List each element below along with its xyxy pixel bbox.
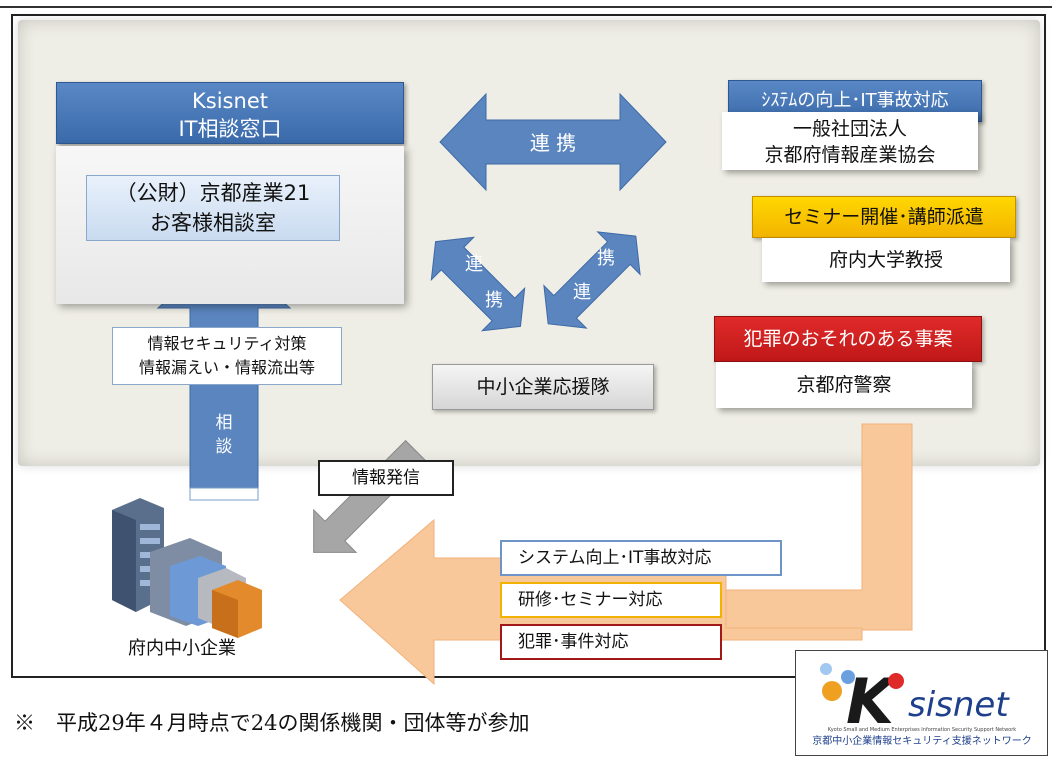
service-seminar: 研修･セミナー対応 (500, 582, 722, 618)
link-arrow-horizontal (439, 92, 667, 192)
consultation-office-box: （公財）京都産業21 お客様相談室 (86, 175, 340, 241)
ksisnet-title-line1: Ksisnet (192, 89, 268, 113)
buildings-icon (112, 498, 262, 638)
company-label: 府内中小企業 (128, 638, 236, 659)
consultation-office-line2: お客様相談室 (150, 211, 276, 235)
org-name-it-association-line2: 京都府情報産業協会 (764, 144, 936, 166)
logo-mark-icon: K (820, 663, 904, 738)
top-rule (0, 6, 1052, 8)
link-arrow-horizontal-label: 連 携 (530, 131, 576, 155)
consultation-office-line1: （公財）京都産業21 (115, 181, 311, 205)
info-dispatch-box: 情報発信 (318, 460, 454, 496)
service-system-it: システム向上･IT事故対応 (500, 540, 782, 576)
org-title-university: セミナー開催･講師派遣 (752, 196, 1016, 238)
logo-english: Kyoto Small and Medium Enterprises Infor… (827, 727, 1017, 733)
link-arrow-right-label-a: 連 (573, 282, 591, 303)
ksisnet-title-line2: IT相談窓口 (178, 117, 282, 141)
ksisnet-title: Ksisnet IT相談窓口 (56, 82, 404, 144)
org-name-police: 京都府警察 (716, 362, 972, 408)
services-arrow (725, 423, 913, 631)
org-title-police: 犯罪のおそれのある事案 (714, 316, 982, 362)
consult-arrow-label-a: 相 (216, 413, 233, 433)
consult-topics-box: 情報セキュリティ対策 情報漏えい・情報流出等 (112, 327, 342, 385)
consult-topic-2: 情報漏えい・情報流出等 (138, 358, 315, 377)
footnote: ※ 平成29年４月時点で24の関係機関・団体等が参加 (14, 711, 530, 735)
org-name-university: 府内大学教授 (762, 238, 1010, 282)
org-name-it-association: 一般社団法人 京都府情報産業協会 (722, 112, 978, 170)
ksisnet-logo: K sisnet Kyoto Small and Medium Enterpri… (795, 650, 1048, 756)
consult-arrow-label-b: 談 (216, 437, 233, 457)
link-arrow-left-label-a: 連 (465, 254, 483, 275)
logo-name: sisnet (908, 685, 1009, 725)
logo-japanese: 京都中小企業情報セキュリティ支援ネットワーク (812, 736, 1032, 747)
link-arrow-left-label-b: 携 (485, 290, 503, 311)
org-name-it-association-line1: 一般社団法人 (792, 118, 907, 140)
link-arrow-diagonal-left (430, 236, 526, 332)
consult-topic-1: 情報セキュリティ対策 (147, 334, 307, 353)
service-crime: 犯罪･事件対応 (500, 624, 722, 660)
support-team-box: 中小企業応援隊 (432, 364, 654, 410)
link-arrow-right-label-b: 携 (597, 248, 615, 269)
link-arrow-diagonal-right (543, 231, 641, 329)
